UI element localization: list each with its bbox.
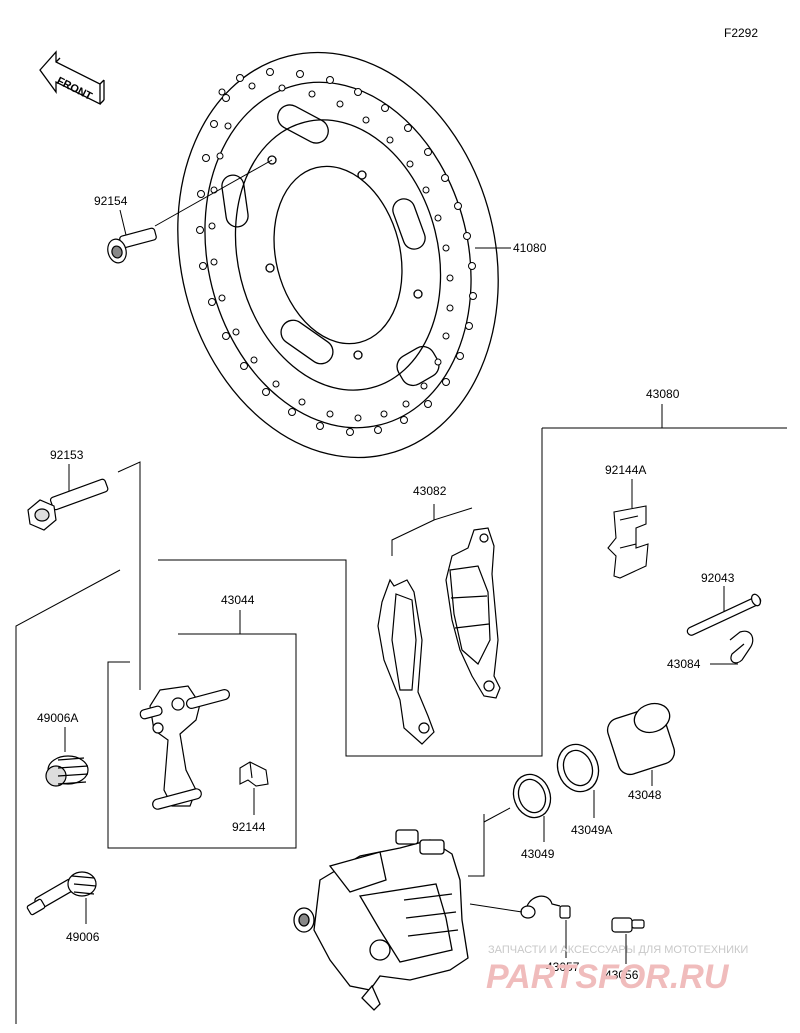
figure-code: F2292	[724, 26, 758, 40]
label-43082: 43082	[413, 484, 447, 498]
leader-92154-to-disc	[154, 159, 273, 227]
disc-bolt	[107, 227, 157, 264]
dust-boot	[45, 755, 89, 787]
label-92144: 92144	[232, 820, 266, 834]
label-92043: 92043	[701, 571, 735, 585]
leader-92153	[117, 461, 141, 690]
label-43049: 43049	[521, 847, 555, 861]
bleeder-cap	[611, 917, 645, 933]
kit-frame-43044	[107, 610, 297, 849]
watermark-brand: PARTSFOR.RU	[486, 958, 730, 996]
label-92153: 92153	[50, 448, 84, 462]
watermark-tagline: ЗАПЧАСТИ И АКСЕССУАРЫ ДЛЯ МОТОТЕХНИКИ	[488, 944, 748, 956]
bracket-clip	[239, 761, 269, 787]
caliper-bolt	[27, 478, 109, 531]
front-arrow-icon	[39, 50, 105, 106]
disc-holes	[196, 68, 477, 436]
pad-pin	[686, 593, 762, 636]
pin-clip	[729, 630, 754, 664]
label-49006A: 49006A	[37, 711, 78, 725]
pad-spring	[607, 505, 649, 579]
label-92154: 92154	[94, 194, 128, 208]
watermark: ЗАПЧАСТИ И АКСЕССУАРЫ ДЛЯ МОТОТЕХНИКИ PA…	[486, 944, 748, 996]
caliper-bracket	[139, 685, 231, 810]
slide-pin	[26, 871, 97, 916]
label-43048: 43048	[628, 788, 662, 802]
brake-pad-left	[377, 578, 435, 745]
brake-pad-right	[445, 527, 501, 699]
kit-frame-43080	[158, 404, 787, 757]
caliper-frame	[15, 569, 121, 1024]
label-49006: 49006	[66, 930, 100, 944]
label-43084: 43084	[667, 657, 701, 671]
caliper-piston	[606, 702, 676, 776]
piston-seal	[512, 773, 552, 819]
label-43056: 43056	[605, 968, 639, 982]
piston-seal-a	[556, 743, 600, 793]
label-43049A: 43049A	[571, 823, 612, 837]
bleeder-screw	[520, 895, 571, 919]
label-41080: 41080	[513, 241, 547, 255]
label-43044: 43044	[221, 593, 255, 607]
label-43080: 43080	[646, 387, 680, 401]
brake-disc	[177, 51, 499, 459]
caliper-body	[293, 829, 469, 1011]
label-43057: 43057	[546, 960, 580, 974]
label-92144A: 92144A	[605, 463, 646, 477]
